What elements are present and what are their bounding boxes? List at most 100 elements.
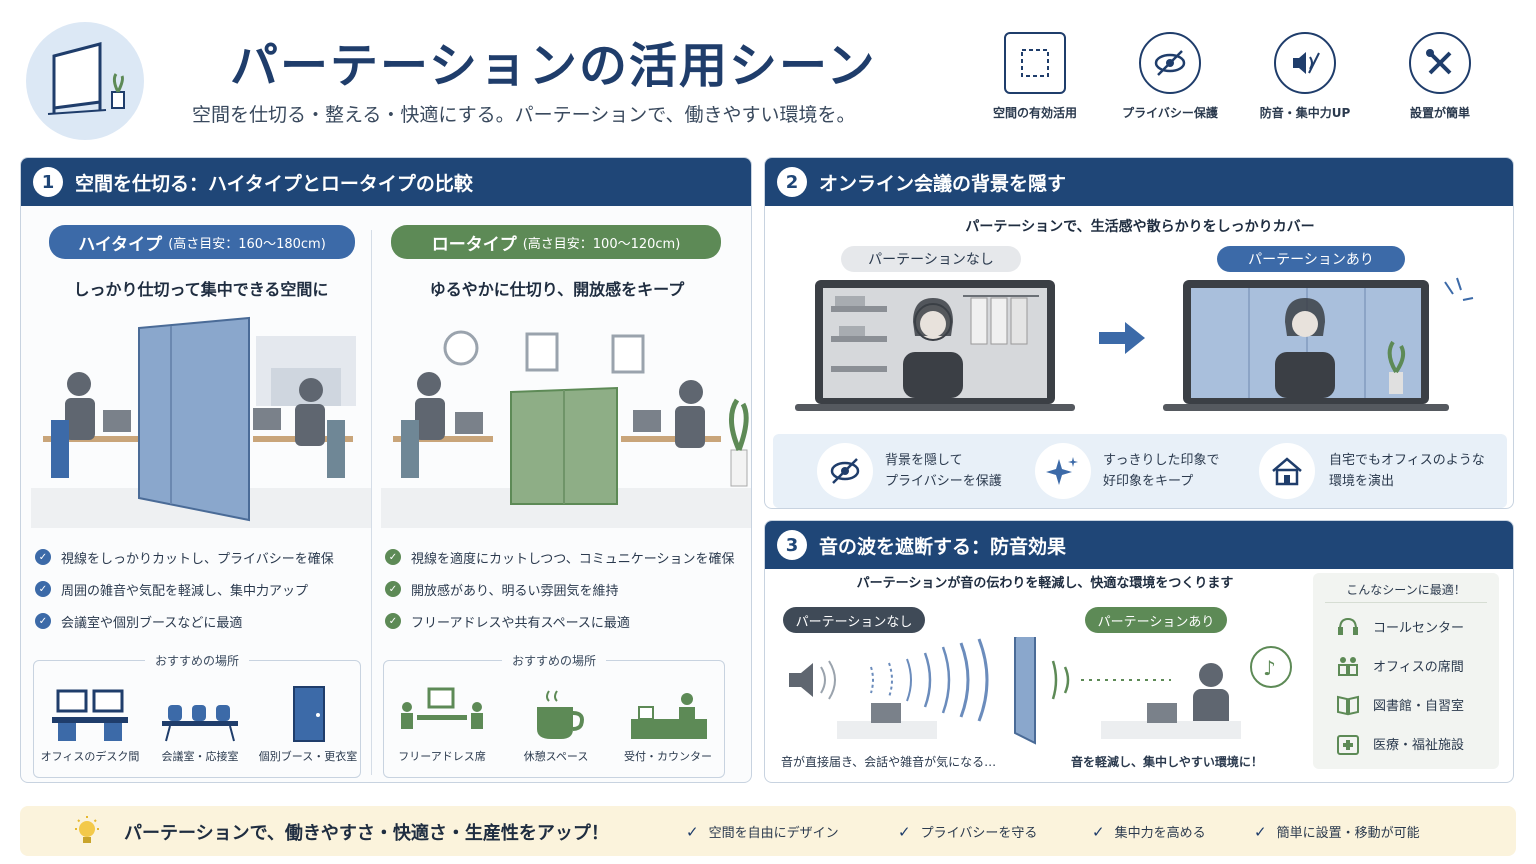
low-type-tagline: ゆるやかに仕切り、開放感をキープ <box>429 280 685 299</box>
section-number: 2 <box>777 167 807 197</box>
check-icon: ✓ <box>1092 822 1105 841</box>
svg-text:♪: ♪ <box>1263 656 1276 680</box>
point-text: 開放感があり、明るい雰囲気を維持 <box>411 583 619 599</box>
book-icon <box>1335 693 1361 717</box>
low-type-height: (高さ目安：100〜120cm) <box>522 236 681 252</box>
check-icon: ✓ <box>35 581 51 597</box>
section-header: 1 空間を仕切る：ハイタイプとロータイプの比較 <box>21 158 751 206</box>
footer-headline: パーテーションで、働きやすさ・快適さ・生産性をアップ！ <box>124 823 609 844</box>
place-break-space: 休憩スペース <box>502 685 610 764</box>
speaker-icon <box>789 663 813 697</box>
section-high-low-comparison: 1 空間を仕切る：ハイタイプとロータイプの比較 ハイタイプ (高さ目安：160〜1… <box>20 157 752 783</box>
point-text: 視線をしっかりカットし、プライバシーを確保 <box>61 551 334 567</box>
feature-label: 空間の有効活用 <box>992 106 1077 120</box>
check-icon: ✓ <box>385 549 401 565</box>
check-icon: ✓ <box>385 613 401 629</box>
section-header: 2 オンライン会議の背景を隠す <box>765 158 1513 206</box>
high-type-label: ハイタイプ <box>78 234 163 255</box>
free-desk-icon <box>401 687 483 729</box>
place-label: オフィスのデスク間 <box>40 750 140 763</box>
meeting-chairs-icon <box>162 705 238 742</box>
without-partition-pill: パーテーションなし <box>841 246 1021 272</box>
laptop-clean-background <box>1163 277 1474 411</box>
check-icon: ✓ <box>385 581 401 597</box>
place-label: 休憩スペース <box>523 750 589 763</box>
place-meeting-room: 会議室・応接室 <box>150 685 250 764</box>
low-point: ✓ 開放感があり、明るい雰囲気を維持 <box>385 573 734 605</box>
place-booth: 個別ブース・更衣室 <box>258 685 358 764</box>
footer-banner: パーテーションで、働きやすさ・快適さ・生産性をアップ！ ✓空間を自由にデザイン … <box>20 806 1516 856</box>
benefit-line: すっきりした印象で <box>1103 453 1220 468</box>
desk-icon <box>52 689 128 741</box>
feature-space: 空間の有効活用 <box>975 32 1095 121</box>
feature-easy-setup: 設置が簡単 <box>1380 32 1500 121</box>
low-type-label: ロータイプ <box>431 234 517 255</box>
check-icon: ✓ <box>35 613 51 629</box>
footer-item: ✓空間を自由にデザイン <box>686 822 839 842</box>
footer-item-label: 空間を自由にデザイン <box>708 826 839 841</box>
without-partition-pill: パーテーションなし <box>783 607 925 633</box>
footer-item-label: プライバシーを守る <box>920 826 1038 841</box>
point-text: 会議室や個別ブースなどに最適 <box>61 615 243 631</box>
section-title: 音の波を遮断する：防音効果 <box>819 535 1067 558</box>
sound-wave-illustration: ♪ <box>789 637 1292 745</box>
place-reception: 受付・カウンター <box>614 685 722 764</box>
high-type-height: (高さ目安：160〜180cm) <box>168 236 326 252</box>
point-text: 視線を適度にカットしつつ、コミュニケーションを確保 <box>411 551 735 567</box>
high-recommended-places: おすすめの場所 オフィスのデスク間 会議室・応接室 個別ブース・更衣室 <box>33 654 361 778</box>
benefit-line: 環境を演出 <box>1329 474 1395 489</box>
low-point: ✓ 視線を適度にカットしつつ、コミュニケーションを確保 <box>385 541 734 573</box>
low-partition-illustration <box>381 330 751 528</box>
laptop-messy-background <box>795 280 1075 411</box>
scene-library: 図書館・自習室 <box>1335 685 1499 724</box>
check-icon: ✓ <box>35 549 51 565</box>
reception-counter-icon <box>631 693 707 739</box>
scene-label: 医療・福祉施設 <box>1373 738 1465 753</box>
recommended-title: おすすめの場所 <box>501 654 606 668</box>
scene-office-seats: オフィスの席間 <box>1335 646 1499 685</box>
place-label: 受付・カウンター <box>624 750 712 763</box>
space-frame-icon <box>1004 32 1066 94</box>
low-recommended-places: おすすめの場所 フリーアドレス席 休憩スペース 受付・カウンター <box>383 654 725 778</box>
high-partition-illustration <box>31 316 371 528</box>
medical-icon <box>1335 732 1361 756</box>
high-point: ✓ 会議室や個別ブースなどに最適 <box>35 605 334 637</box>
caption-without: 音が直接届き、会話や雑音が気になる… <box>781 755 997 769</box>
with-partition-pill: パーテーションあり <box>1085 607 1227 633</box>
scenes-title: こんなシーンに最適！ <box>1325 573 1487 603</box>
eye-off-icon <box>1139 32 1201 94</box>
high-point: ✓ 周囲の雑音や気配を軽減し、集中力アップ <box>35 573 334 605</box>
lightbulb-icon <box>75 816 99 843</box>
feature-privacy: プライバシー保護 <box>1110 32 1230 121</box>
footer-item-label: 簡単に設置・移動が可能 <box>1276 826 1420 841</box>
footer-item: ✓プライバシーを守る <box>898 822 1038 842</box>
feature-label: 設置が簡単 <box>1409 106 1470 120</box>
scene-label: コールセンター <box>1373 621 1465 636</box>
benefit-impression: すっきりした印象で好印象をキープ <box>1103 450 1219 492</box>
high-point: ✓ 視線をしっかりカットし、プライバシーを確保 <box>35 541 334 573</box>
scene-medical: 医療・福祉施設 <box>1335 724 1499 763</box>
check-icon: ✓ <box>1254 822 1267 841</box>
caption-with: 音を軽減し、集中しやすい環境に！ <box>1071 755 1263 769</box>
section-number: 3 <box>777 530 807 560</box>
place-office-desk: オフィスのデスク間 <box>40 685 140 764</box>
point-text: 周囲の雑音や気配を軽減し、集中力アップ <box>61 583 309 599</box>
low-point: ✓フリーアドレスや共有スペースに最適 <box>385 605 734 637</box>
high-type-tagline: しっかり仕切って集中できる空間に <box>73 280 329 299</box>
coffee-cup-icon <box>537 690 584 739</box>
benefit-line: 背景を隠して <box>885 453 963 468</box>
tools-icon <box>1409 32 1471 94</box>
feature-label: 防音・集中力UP <box>1259 106 1351 120</box>
high-points-list: ✓ 視線をしっかりカットし、プライバシーを確保 ✓ 周囲の雑音や気配を軽減し、集中力… <box>35 541 334 637</box>
column-divider <box>371 230 372 775</box>
arrow-right-icon <box>1099 322 1145 354</box>
benefit-office-feel: 自宅でもオフィスのような環境を演出 <box>1329 450 1485 492</box>
section-title: 空間を仕切る：ハイタイプとロータイプの比較 <box>75 172 473 195</box>
benefit-privacy: 背景を隠してプライバシーを保護 <box>885 450 1002 492</box>
footer-item: ✓ 簡単に設置・移動が可能 <box>1254 822 1420 842</box>
page-title: パーテーションの活用シーン <box>230 38 877 94</box>
place-label: 個別ブース・更衣室 <box>258 750 358 763</box>
partition-logo-icon <box>47 42 125 115</box>
with-partition-pill: パーテーションあり <box>1217 246 1405 272</box>
eye-off-icon <box>817 443 873 499</box>
